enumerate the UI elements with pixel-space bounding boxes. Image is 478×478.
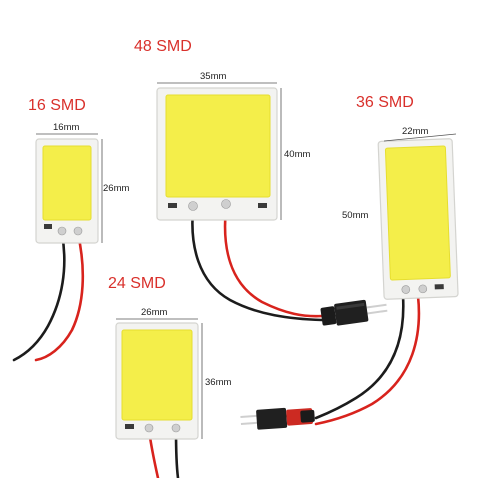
dim-24 [116, 318, 203, 439]
board-48-width-label: 35mm [200, 71, 226, 82]
board-48-smd-part-1 [168, 203, 177, 208]
dim-36 [383, 133, 457, 142]
connector-48-sleeve [320, 306, 337, 326]
board-24-chip [121, 329, 193, 421]
dim-16 [36, 133, 103, 243]
board-16-width-label: 16mm [53, 122, 79, 133]
board-16-pad-right [73, 226, 83, 236]
board-16-pad-left [57, 226, 67, 236]
board-16-chip [42, 145, 92, 221]
board-36-pad-left [401, 285, 411, 294]
board-36-title: 36 SMD [356, 94, 414, 111]
dim-48 [157, 82, 282, 220]
connector-36-pins-2 [240, 421, 259, 425]
board-24 [115, 322, 199, 440]
board-36-height-label: 50mm [342, 210, 368, 221]
wire-16-red [34, 232, 85, 362]
board-16-title: 16 SMD [28, 97, 86, 114]
wire-48-black [191, 208, 324, 322]
connector-36 [240, 407, 315, 430]
connector-36-pins [240, 414, 259, 418]
connector-36-housing [256, 407, 288, 430]
board-16 [35, 138, 99, 244]
board-36-pad-right [418, 284, 428, 294]
board-24-pad-right [171, 423, 181, 433]
board-48-chip [165, 94, 271, 198]
board-48 [156, 87, 278, 221]
connector-48 [320, 299, 388, 326]
board-16-smd-part [44, 224, 52, 229]
wire-36-red [314, 294, 421, 426]
board-36 [377, 138, 459, 300]
connector-48-pins-2 [365, 309, 388, 315]
connector-36-sleeve-dark [300, 409, 315, 423]
board-48-pad-left [188, 201, 198, 211]
connector-48-pins [364, 303, 387, 309]
connector-48-highlight [336, 302, 365, 310]
board-36-width-label: 22mm [402, 126, 428, 137]
wires [12, 206, 421, 478]
board-36-smd-part [434, 284, 444, 290]
wire-36-black [314, 294, 405, 420]
board-24-title: 24 SMD [108, 275, 166, 292]
board-36-chip [384, 145, 451, 281]
board-48-height-label: 40mm [284, 149, 310, 160]
board-16-height-label: 26mm [103, 183, 129, 194]
wire-48-red [223, 206, 324, 318]
dim-36-width-line [383, 133, 457, 142]
board-48-smd-part-2 [258, 203, 267, 208]
wire-16-black [12, 232, 66, 362]
board-48-pad-right [221, 199, 231, 209]
board-24-smd-part [125, 424, 134, 429]
board-24-height-label: 36mm [205, 377, 231, 388]
board-48-title: 48 SMD [134, 38, 192, 55]
board-24-width-label: 26mm [141, 307, 167, 318]
board-24-pad-left [144, 423, 154, 433]
